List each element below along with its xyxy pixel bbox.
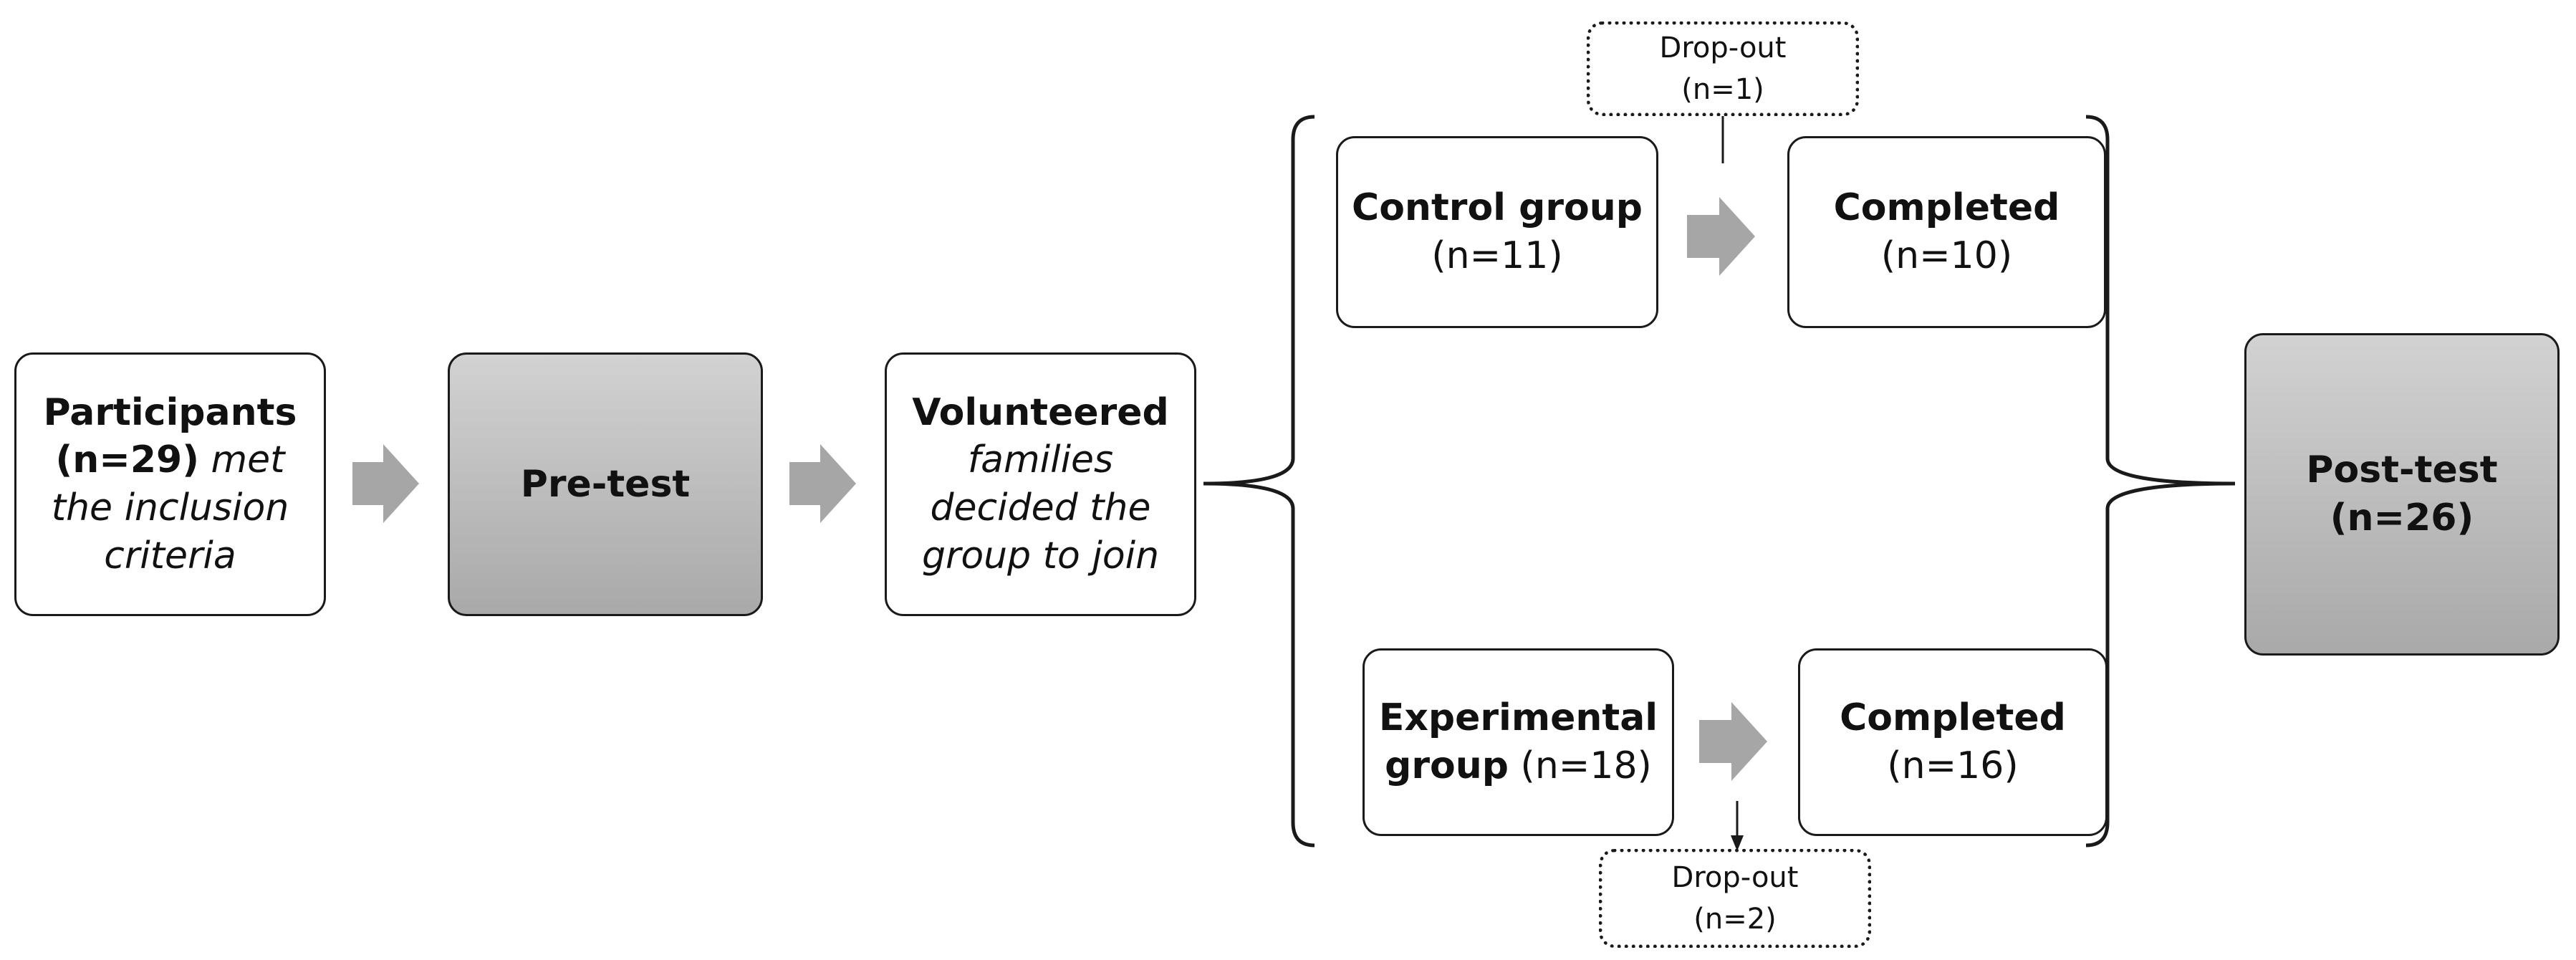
experimental-group-box: Experimental group (n=18) [1363,648,1674,836]
participants-label: Participants [43,390,297,434]
control-group-box: Control group (n=11) [1336,136,1658,328]
experimental-group-label-2: group [1385,744,1509,787]
right-brace [2085,115,2236,848]
control-group-count: (n=11) [1431,234,1563,277]
volunteered-label: Volunteered [912,390,1169,434]
arrow-participants-to-pretest [352,444,419,523]
pretest-box: Pre-test [448,352,763,616]
control-dropout-count: (n=1) [1681,73,1764,106]
volunteered-desc-1: families [967,438,1114,482]
volunteered-desc-3: group to join [921,534,1160,577]
experimental-dropout-count: (n=2) [1693,903,1777,936]
arrow-experimental-to-completed [1699,702,1767,781]
participants-desc-3: criteria [104,534,236,577]
experimental-group-label-1: Experimental [1378,696,1658,740]
posttest-label: Post-test [2306,448,2498,492]
left-brace [1203,115,1315,848]
experimental-group-count: (n=18) [1520,744,1652,787]
experimental-completed-count: (n=16) [1887,744,2019,787]
participants-desc-1: met [211,438,285,482]
volunteered-desc-2: decided the [930,486,1151,529]
control-dropout-box: Drop-out (n=1) [1587,21,1859,116]
control-group-label: Control group [1352,186,1643,230]
participants-desc-2: the inclusion [51,486,289,529]
control-completed-count: (n=10) [1880,234,2013,277]
pretest-label: Pre-test [520,462,691,506]
experimental-dropout-box: Drop-out (n=2) [1599,849,1871,948]
control-dropout-label: Drop-out [1659,32,1787,64]
control-completed-label: Completed [1833,186,2060,230]
participants-count: (n=29) [55,438,199,482]
experimental-completed-label: Completed [1840,696,2066,740]
arrow-pretest-to-volunteered [789,444,856,523]
arrow-control-to-completed [1687,197,1755,276]
volunteered-box: Volunteered families decided the group t… [885,352,1196,616]
posttest-count: (n=26) [2330,496,2474,539]
experimental-dropout-label: Drop-out [1671,861,1799,894]
posttest-box: Post-test (n=26) [2244,333,2560,656]
control-completed-box: Completed (n=10) [1787,136,2106,328]
participants-box: Participants (n=29) met the inclusion cr… [14,352,326,616]
arrow-to-experimental-dropout [1731,801,1744,851]
experimental-completed-box: Completed (n=16) [1798,648,2108,836]
